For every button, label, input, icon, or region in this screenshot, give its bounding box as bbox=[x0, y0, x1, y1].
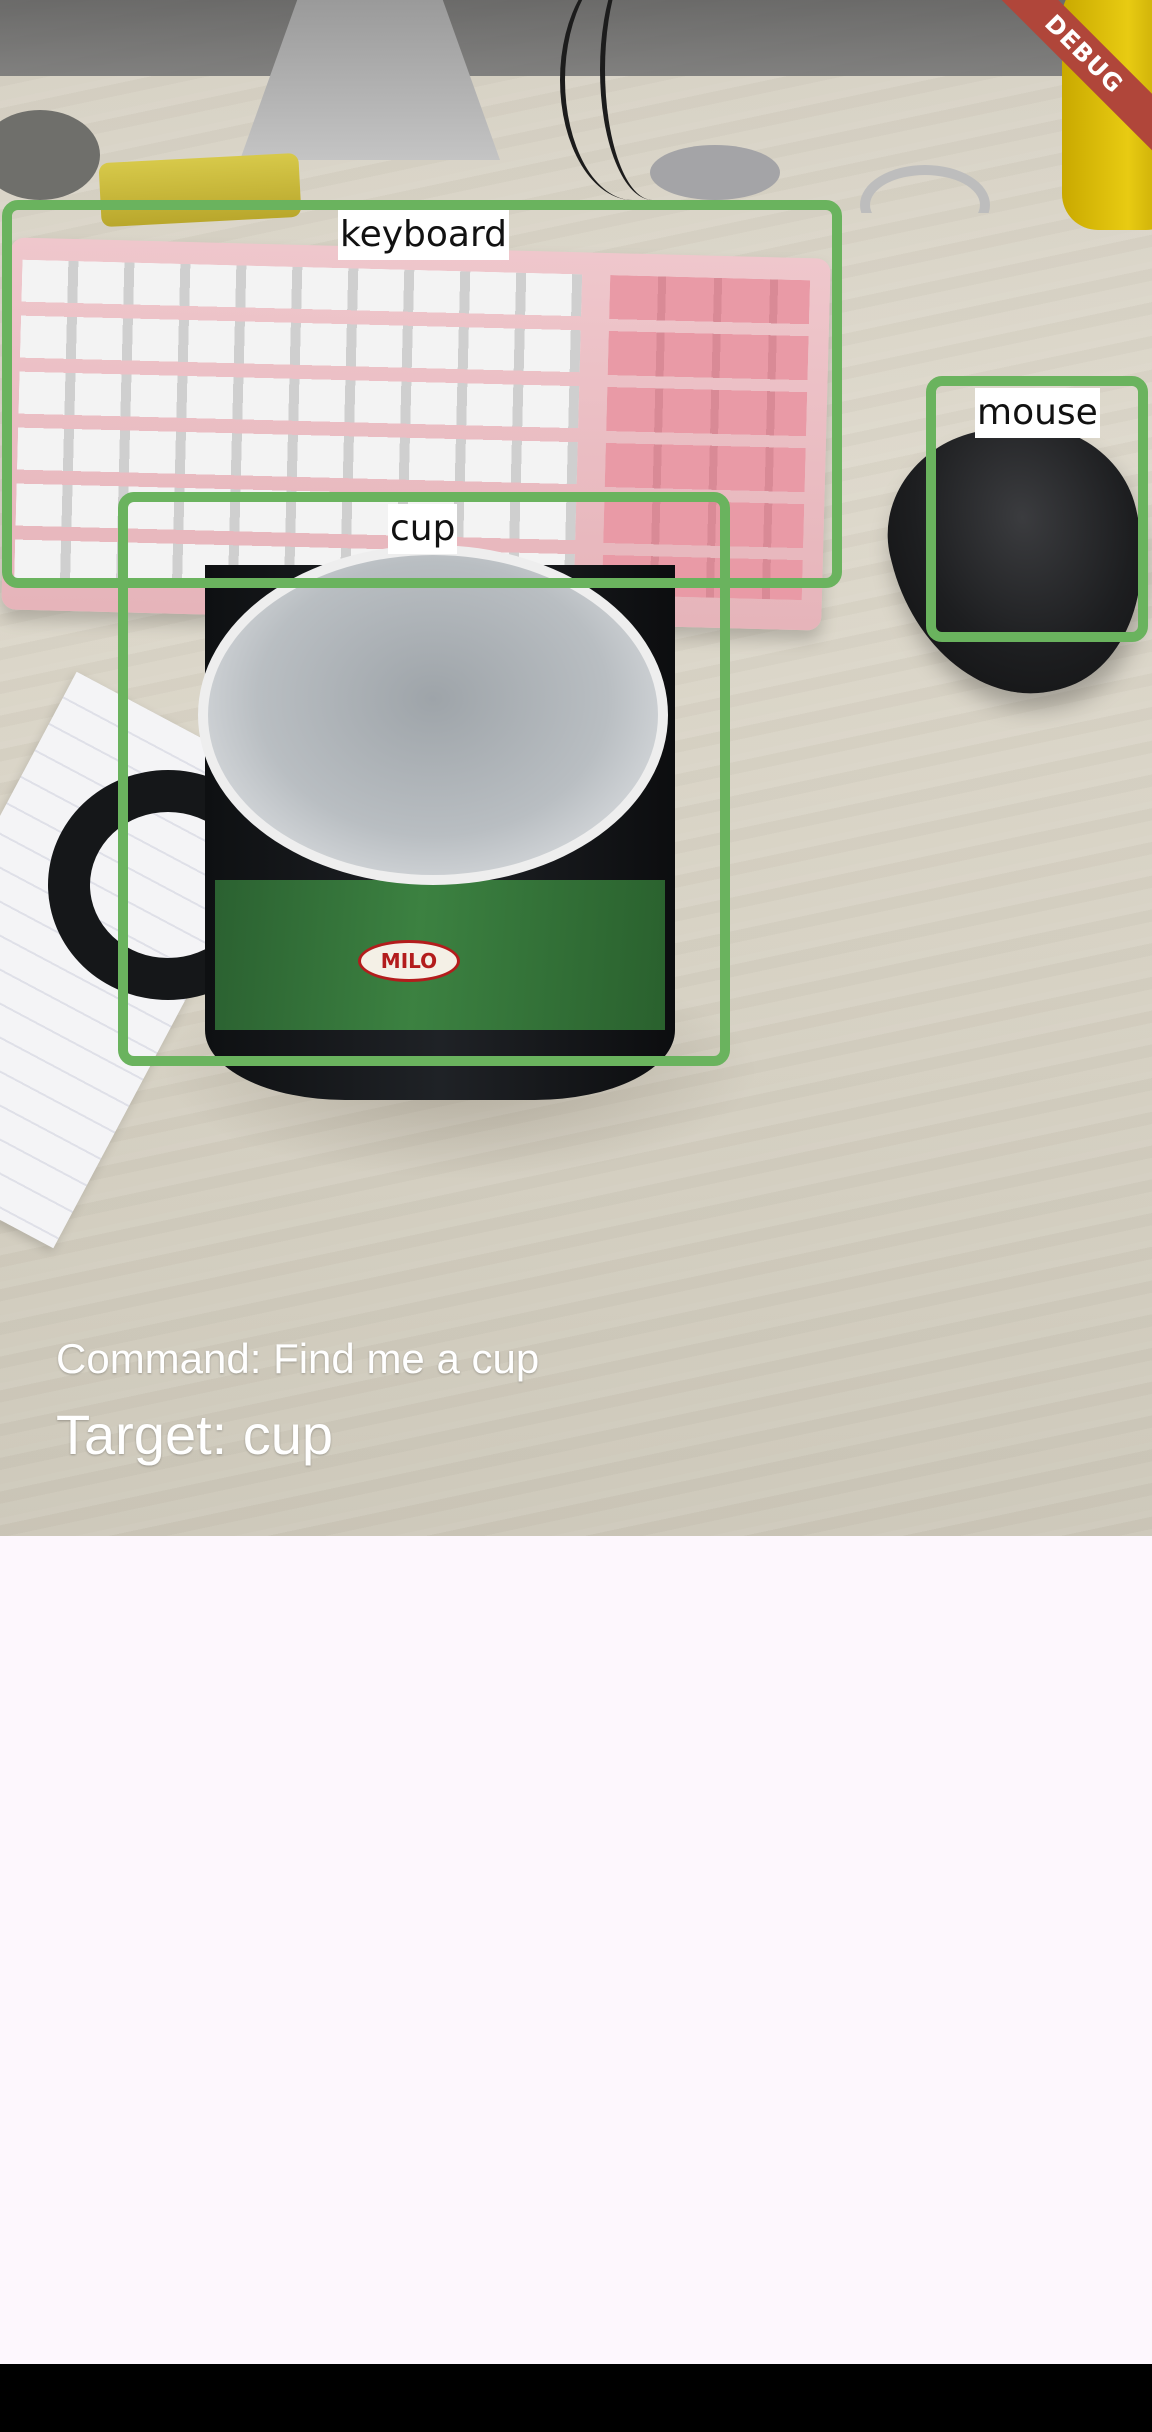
detection-label-keyboard: keyboard bbox=[338, 210, 509, 260]
command-text: Command: Find me a cup bbox=[56, 1335, 540, 1382]
system-navigation-bar bbox=[0, 2364, 1152, 2432]
detection-box-keyboard bbox=[2, 200, 842, 588]
cable bbox=[560, 0, 705, 200]
detection-box-cup bbox=[118, 492, 730, 1066]
detection-label-mouse: mouse bbox=[975, 388, 1100, 438]
detection-label-cup: cup bbox=[388, 504, 458, 554]
cable bbox=[600, 0, 705, 200]
desk-disc bbox=[650, 145, 780, 200]
detection-box-mouse bbox=[926, 376, 1148, 642]
camera-preview: MILO keyboard mouse cup Command: Find me… bbox=[0, 0, 1152, 1536]
empty-content-area bbox=[0, 1536, 1152, 2364]
desk-object bbox=[0, 110, 100, 200]
mug-logo: MILO bbox=[358, 940, 460, 982]
target-text: Target: cup bbox=[56, 1403, 334, 1466]
desk-clip bbox=[860, 165, 990, 213]
